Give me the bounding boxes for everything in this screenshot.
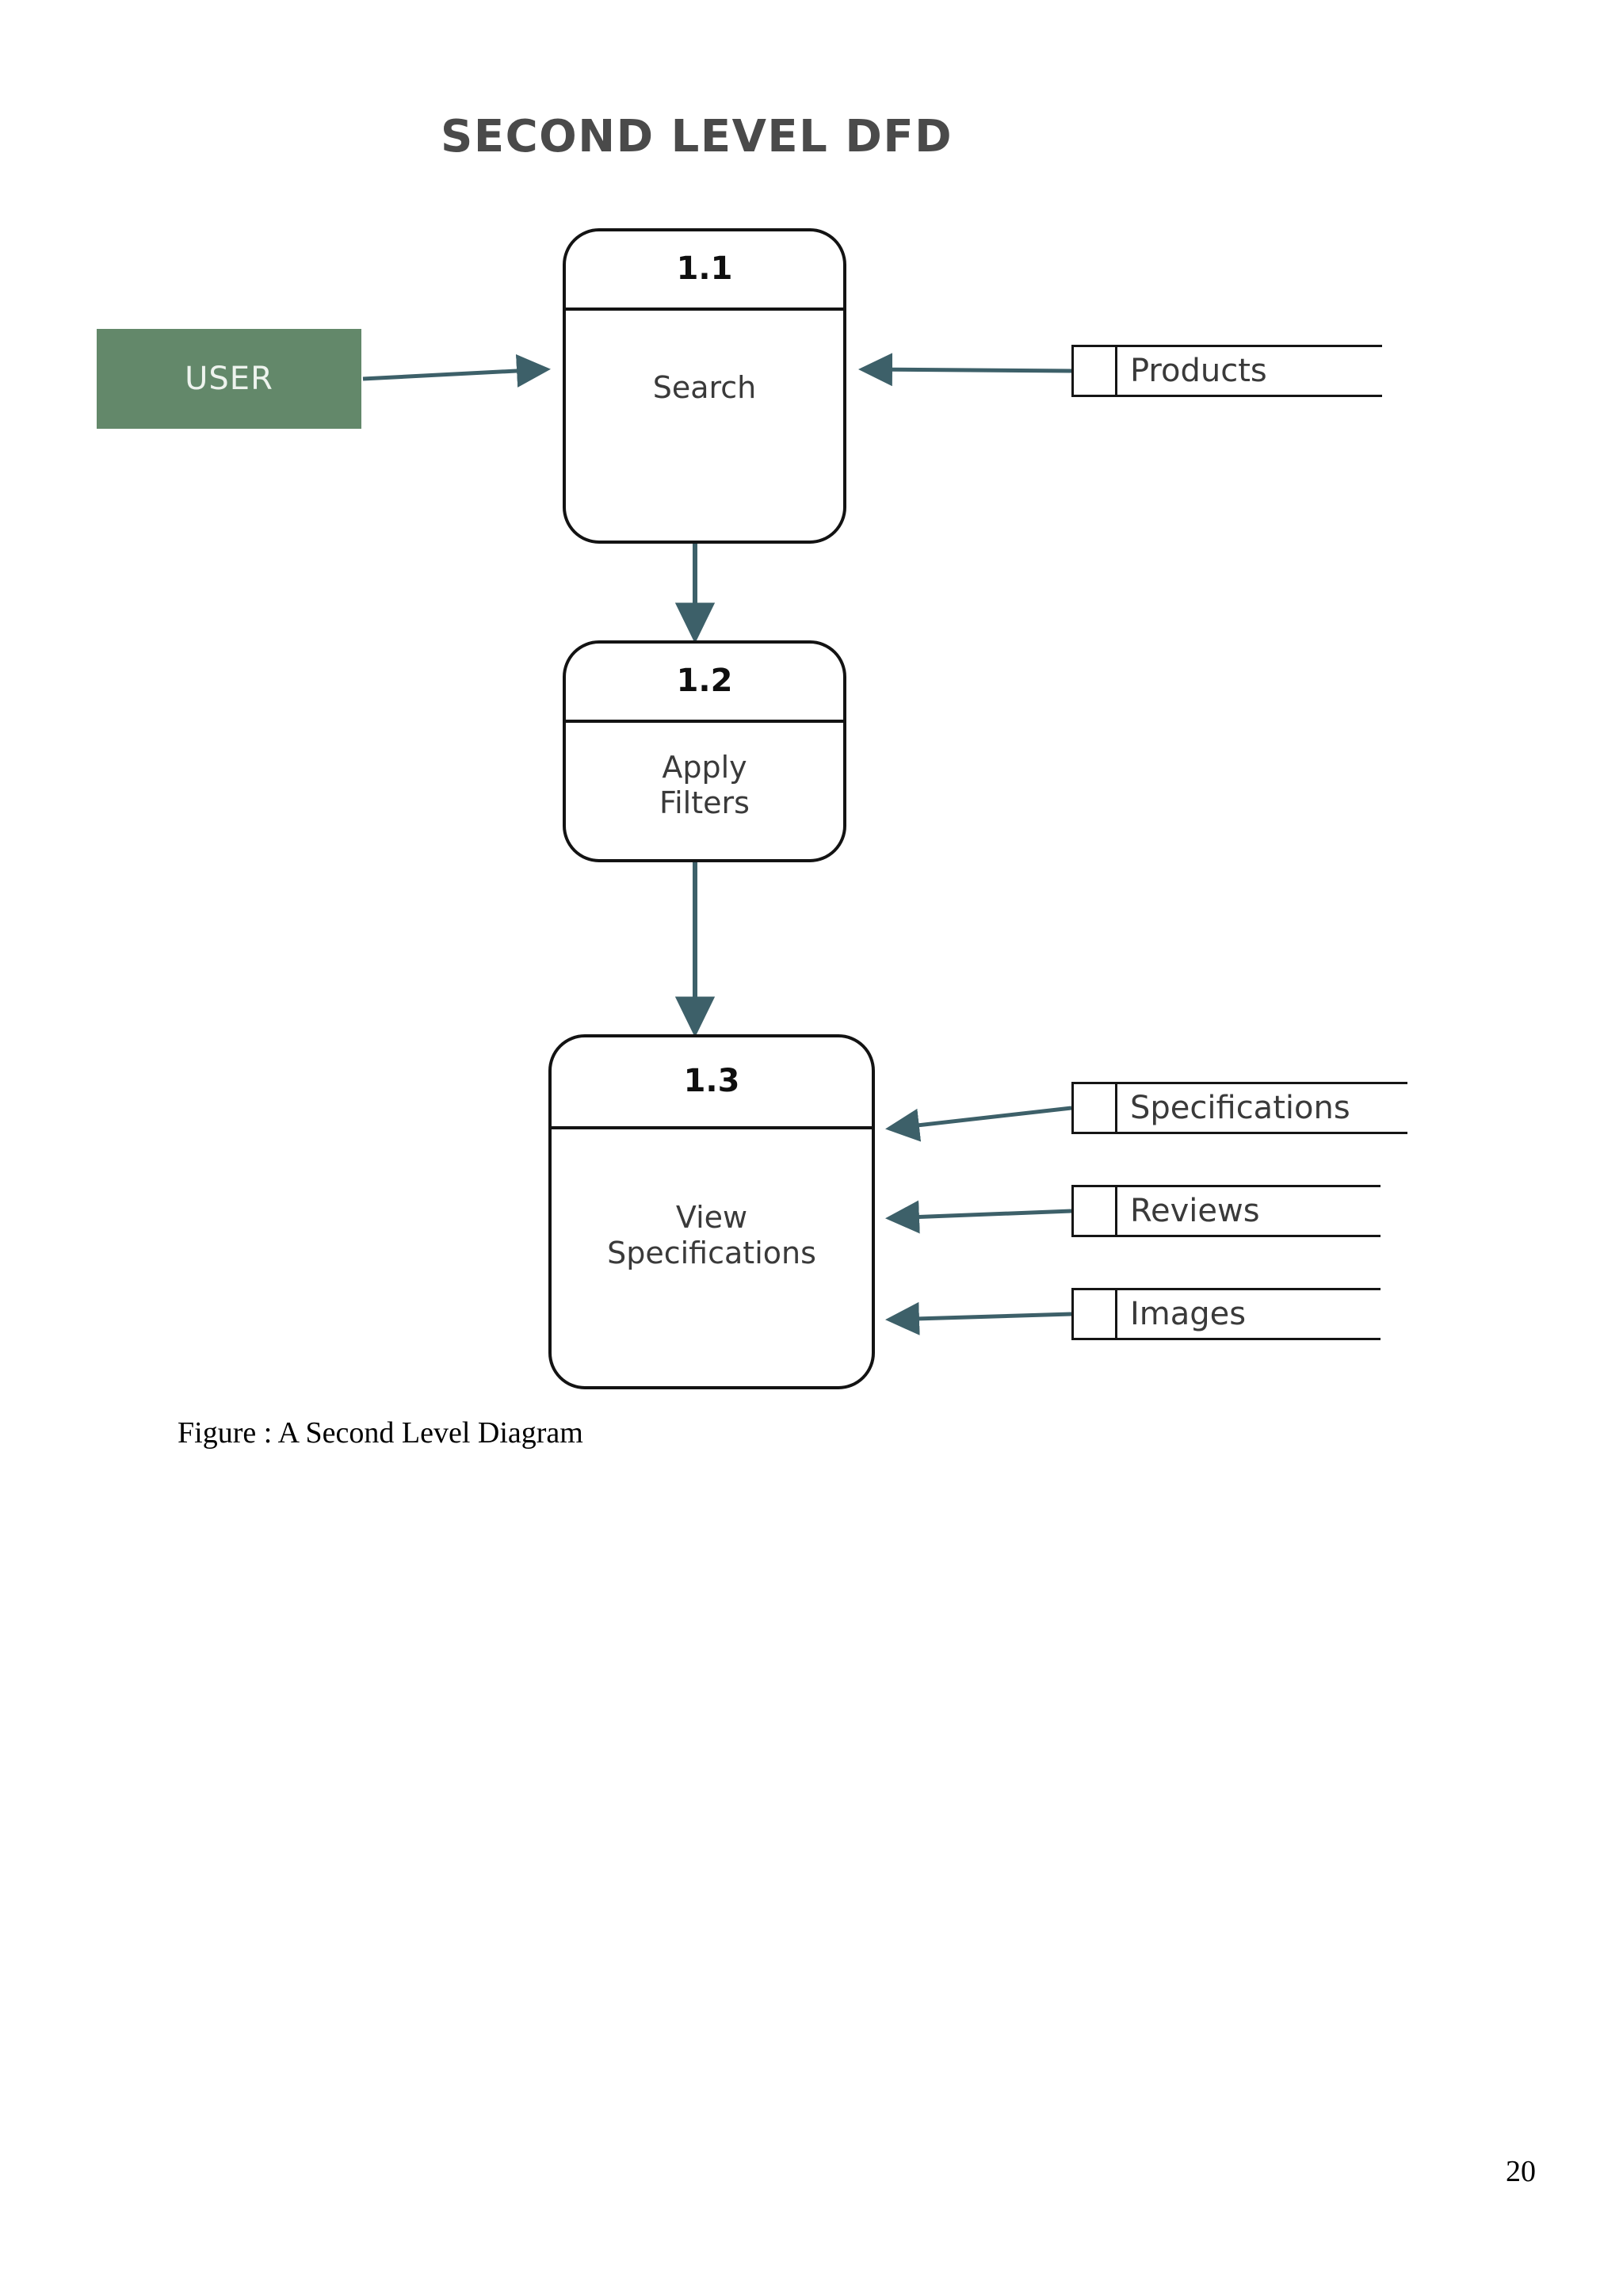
process-1-2-label: Apply Filters [566,750,843,821]
external-entity-user[interactable]: USER [97,329,361,429]
data-store-specifications-label: Specifications [1130,1090,1350,1126]
flow-connector-layer [362,353,1072,1335]
process-1-3-label-line1: View [675,1200,748,1235]
flow-products-to-search [858,353,1072,387]
external-entity-user-label: USER [185,361,273,397]
process-1-3-label-line2: Specifications [607,1235,816,1270]
flow-images-to-view-specifications [885,1301,1072,1335]
page-title: SECOND LEVEL DFD [441,111,953,162]
data-store-products-label: Products [1130,353,1267,389]
process-1-1-divider [563,308,846,311]
process-1-2-number: 1.2 [676,663,733,699]
process-1-1-search[interactable]: 1.1 Search [563,228,846,544]
data-store-products[interactable]: Products [1071,345,1382,397]
flow-reviews-to-view-specifications [885,1200,1072,1234]
process-1-3-view-specifications[interactable]: 1.3 View Specifications [548,1034,875,1389]
page-number: 20 [1506,2155,1536,2188]
data-store-products-id-cell [1071,345,1117,397]
process-1-1-number: 1.1 [676,250,733,287]
process-1-2-apply-filters[interactable]: 1.2 Apply Filters [563,640,846,862]
data-store-reviews-label: Reviews [1130,1193,1260,1229]
data-store-images-id-cell [1071,1288,1117,1340]
figure-caption: Figure : A Second Level Diagram [178,1416,583,1450]
process-1-2-label-line2: Filters [659,785,750,820]
data-store-specifications-id-cell [1071,1082,1117,1134]
data-store-reviews[interactable]: Reviews [1071,1185,1381,1237]
process-1-3-number: 1.3 [683,1063,740,1099]
flow-specifications-to-view-specifications [885,1106,1072,1142]
dfd-diagram: USER 1.1 Search 1.2 Apply Filters 1.3 Vi… [97,228,1407,1389]
data-store-reviews-id-cell [1071,1185,1117,1237]
process-1-2-label-line1: Apply [662,750,747,785]
process-1-2-divider [563,720,846,723]
data-store-specifications[interactable]: Specifications [1071,1082,1407,1134]
data-store-images[interactable]: Images [1071,1288,1381,1340]
process-1-3-divider [548,1126,875,1129]
flow-user-to-search [362,353,551,388]
process-1-1-label: Search [652,370,757,405]
data-store-images-label: Images [1130,1296,1247,1332]
process-1-3-label: View Specifications [552,1200,872,1271]
